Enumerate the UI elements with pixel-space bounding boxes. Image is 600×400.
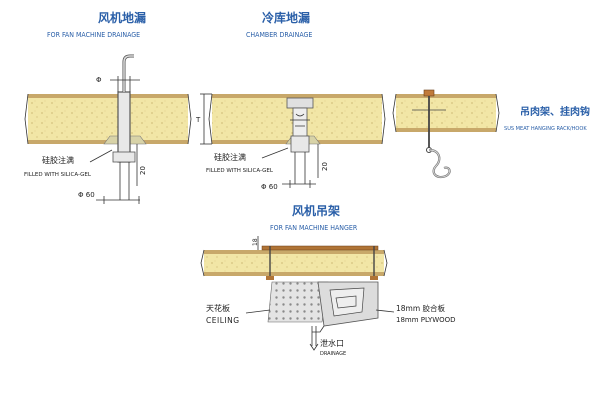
chamber-t-dim: T xyxy=(195,93,212,145)
chamber-drainage-title-en: CHAMBER DRAINAGE xyxy=(246,31,312,39)
chamber-20-label: 20 xyxy=(321,162,329,171)
chamber-drainage-diagram: 冷库地漏 CHAMBER DRAINAGE T xyxy=(195,10,386,191)
fan-20-label: 20 xyxy=(139,166,147,175)
chamber-t-label: T xyxy=(195,116,201,124)
plywood-label-cn: 18mm 胶合板 xyxy=(396,303,446,313)
chamber-phi60-label: Φ 60 xyxy=(261,183,278,191)
meat-hook-diagram: 吊肉架、挂肉钩 SUS MEAT HANGING RACK/HOOK xyxy=(392,89,590,179)
chamber-drainage-title-cn: 冷库地漏 xyxy=(262,10,310,25)
chamber-silica-label-cn: 硅胶注满 xyxy=(214,152,246,162)
fan-phi60-label: Φ 60 xyxy=(78,191,95,199)
fan-drainage-diagram: 风机地漏 FOR FAN MACHINE DRAINAGE Φ xyxy=(24,10,192,204)
fan-drainage-title-en: FOR FAN MACHINE DRAINAGE xyxy=(47,31,140,39)
meat-hook-panel xyxy=(392,93,500,133)
fan-hanger-title-cn: 风机吊架 xyxy=(292,203,340,218)
fan-drain-pipe xyxy=(112,54,136,200)
fan-drain-phi-dim: Φ xyxy=(96,76,140,92)
fan-drainage-panel xyxy=(24,93,192,145)
hanger-rods xyxy=(266,246,378,280)
fan-hanger-drain-pipe xyxy=(309,326,319,351)
fan-silica-label-en: FILLED WITH SILICA-GEL xyxy=(24,172,92,178)
fan-unit-box xyxy=(312,281,379,333)
meat-hook-title-cn: 吊肉架、挂肉钩 xyxy=(520,105,590,118)
drain-label-en: DRAINAGE xyxy=(320,351,346,357)
meat-hook-icon xyxy=(428,148,451,179)
ceiling-panel xyxy=(267,281,329,323)
meat-hook-title-en: SUS MEAT HANGING RACK/HOOK xyxy=(504,126,587,132)
fan-drain-phi60-dim: Φ 60 xyxy=(78,191,140,204)
fan-hanger-18-dim: 18 xyxy=(252,236,259,250)
chamber-silica-label-en: FILLED WITH SILICA-GEL xyxy=(206,168,274,174)
fan-hanger-panel xyxy=(200,245,388,277)
fan-silica-label-cn: 硅胶注满 xyxy=(42,155,74,165)
chamber-phi60-dim: Φ 60 xyxy=(261,180,316,191)
ceiling-label-en: CEILING xyxy=(206,316,240,325)
chamber-20-dim: 20 xyxy=(317,144,329,178)
fan-hanger-title-en: FOR FAN MACHINE HANGER xyxy=(270,224,358,232)
fan-drainage-title-cn: 风机地漏 xyxy=(98,10,146,25)
fan-hanger-diagram: 风机吊架 FOR FAN MACHINE HANGER 18 xyxy=(200,203,456,357)
plywood-label-en: 18mm PLYWOOD xyxy=(396,316,456,324)
meat-hook-rod xyxy=(412,89,446,153)
drain-label-cn: 泄水口 xyxy=(320,338,344,348)
fan-drain-20-dim: 20 xyxy=(136,144,147,186)
fan-hanger-18-label: 18 xyxy=(252,238,259,246)
chamber-drain-fitting xyxy=(286,97,314,184)
fan-phi-label: Φ xyxy=(96,76,102,84)
ceiling-label-cn: 天花板 xyxy=(206,303,230,313)
